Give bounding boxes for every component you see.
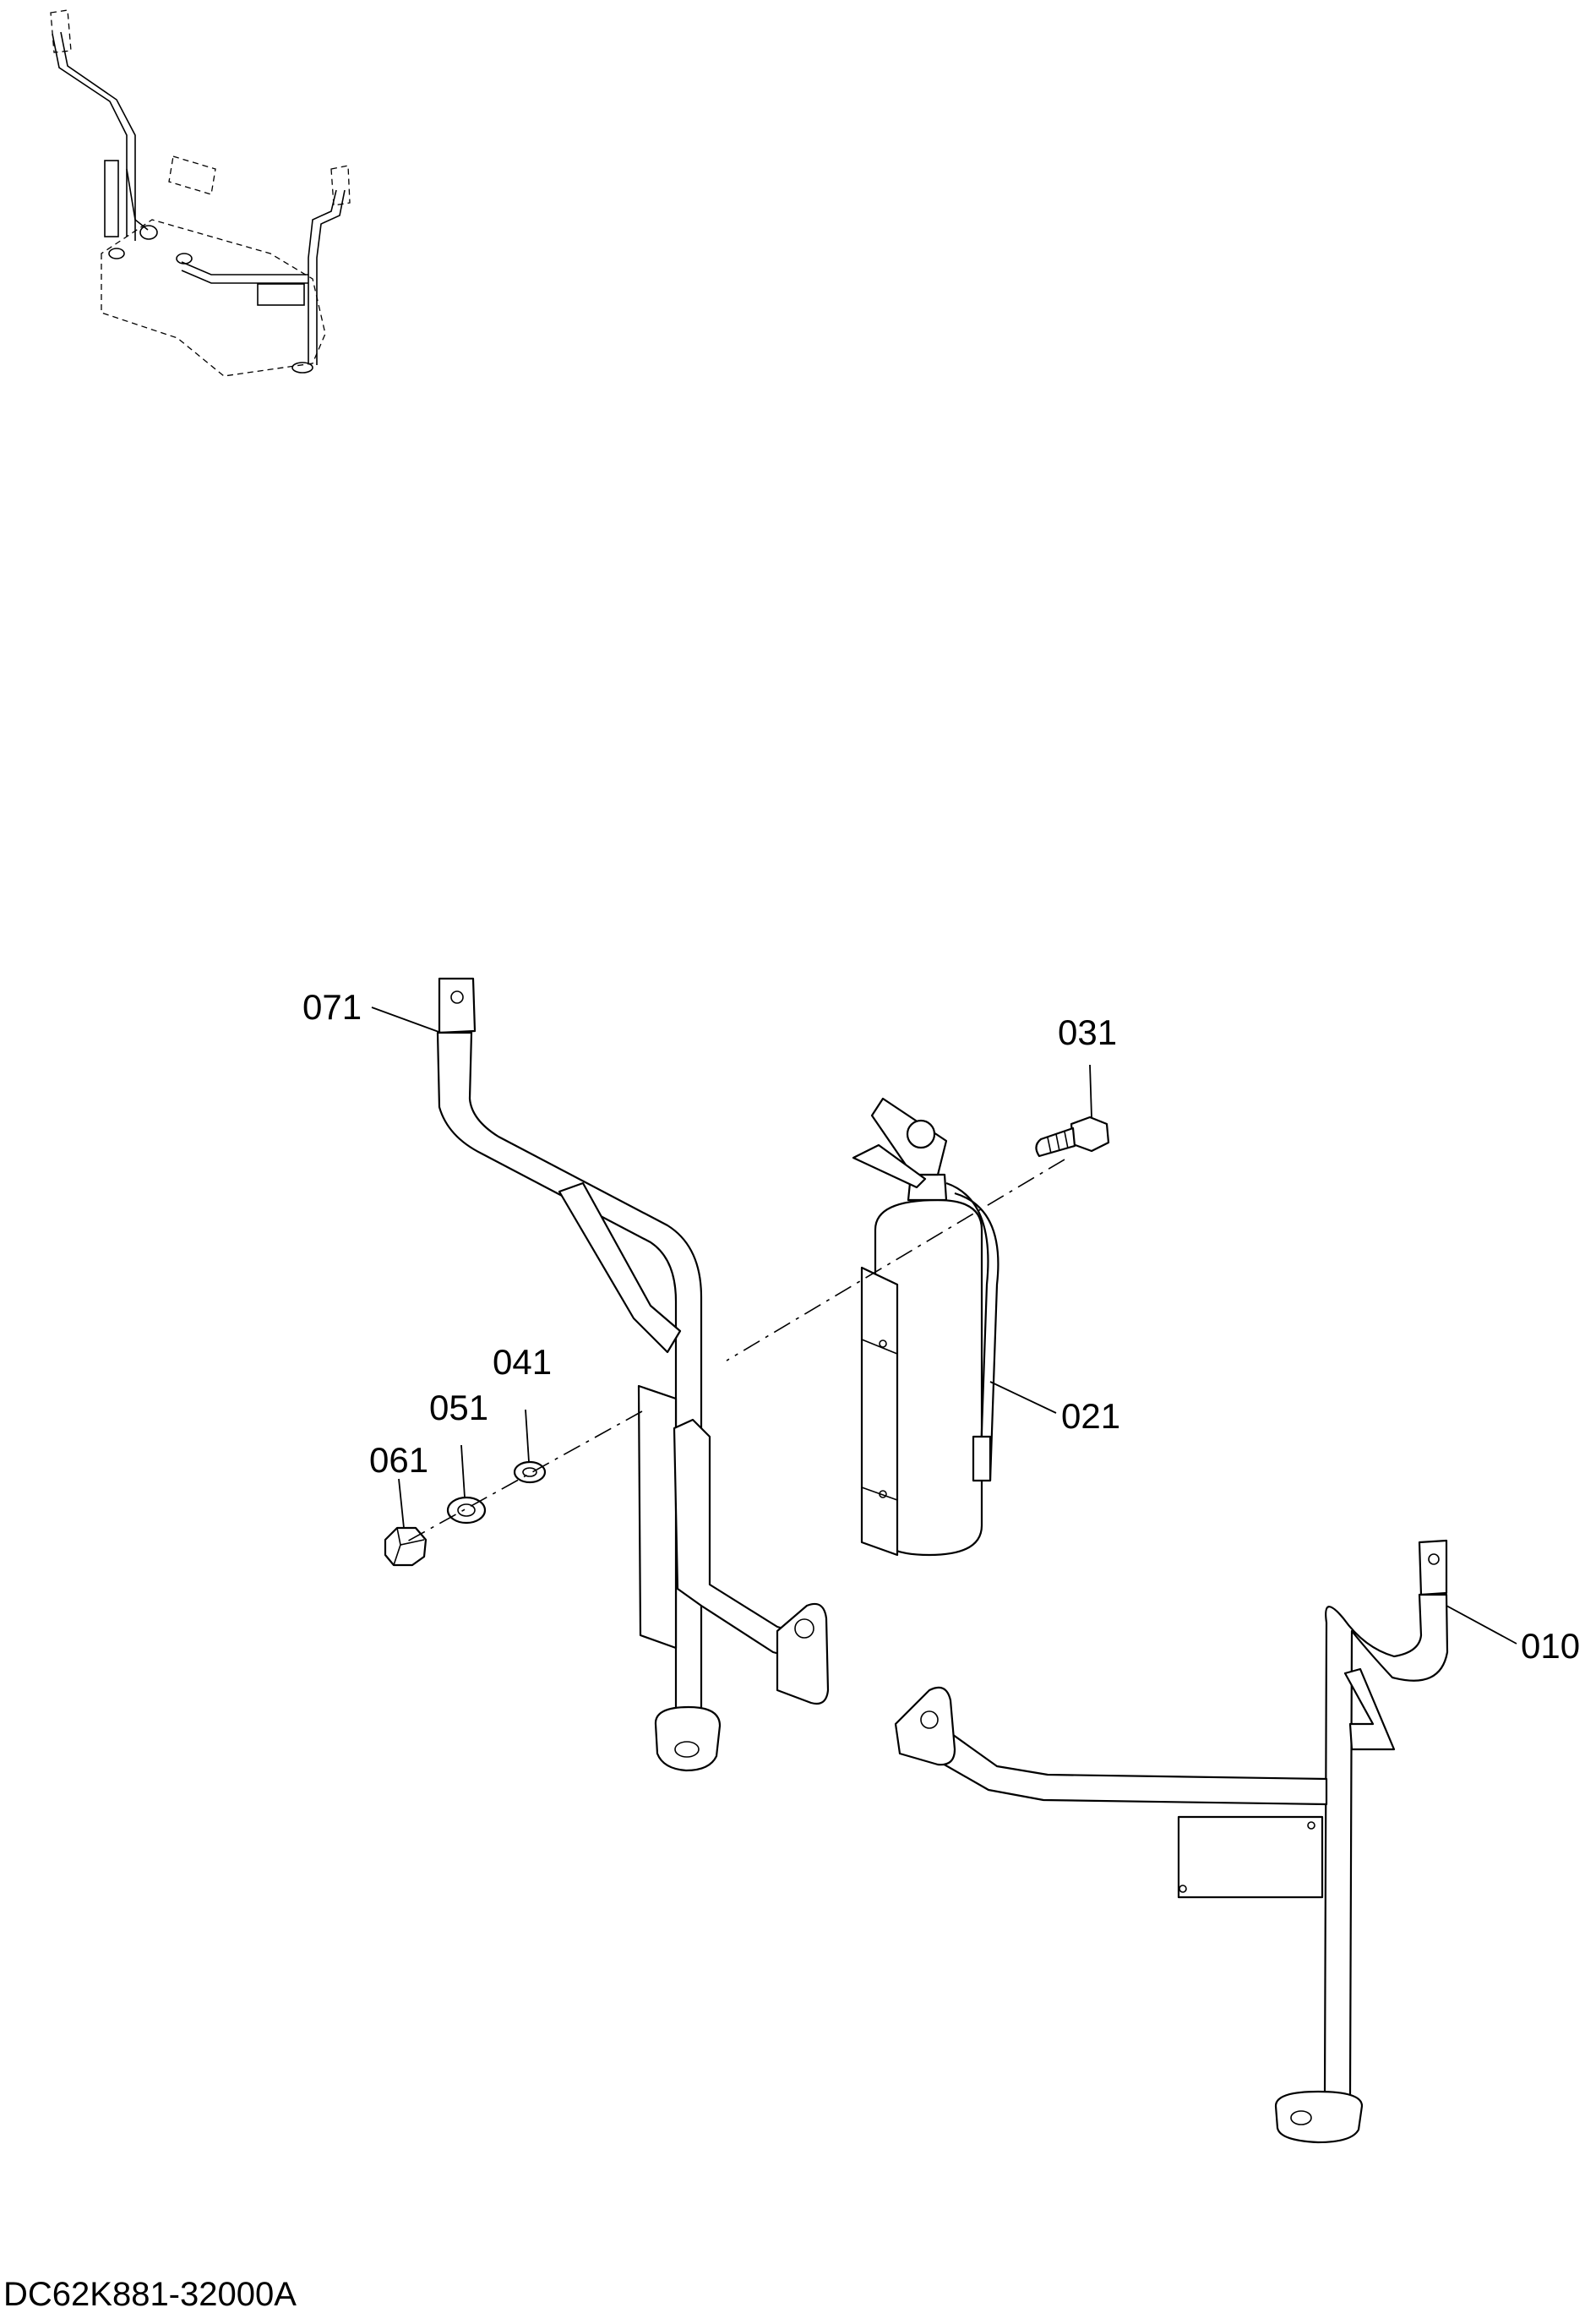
leader-031 <box>1089 1064 1092 1118</box>
assembly-line-upper <box>726 1159 1065 1361</box>
fire-extinguisher-021 <box>852 1097 999 1557</box>
callout-010: 010 <box>1521 1626 1580 1666</box>
nut-061 <box>384 1526 428 1567</box>
overview-thumbnail <box>50 9 351 377</box>
leader-041 <box>525 1409 530 1463</box>
leader-021 <box>989 1381 1057 1414</box>
leader-061 <box>398 1478 405 1529</box>
callout-051: 051 <box>429 1388 488 1427</box>
washer-041 <box>513 1460 547 1484</box>
callout-061: 061 <box>369 1440 428 1480</box>
assembly-line-lower <box>405 1410 643 1543</box>
callout-041: 041 <box>493 1342 552 1382</box>
document-code: DC62K881-32000A <box>3 2276 297 2313</box>
callout-071: 071 <box>302 987 362 1027</box>
callout-031: 031 <box>1058 1012 1117 1052</box>
handrail-right-010 <box>894 1539 1449 2144</box>
handrail-left-071 <box>436 977 830 1772</box>
leader-010 <box>1446 1605 1517 1645</box>
leader-071 <box>371 1007 442 1034</box>
bolt-031 <box>1035 1116 1110 1158</box>
callout-021: 021 <box>1061 1396 1120 1436</box>
leader-051 <box>460 1444 466 1498</box>
